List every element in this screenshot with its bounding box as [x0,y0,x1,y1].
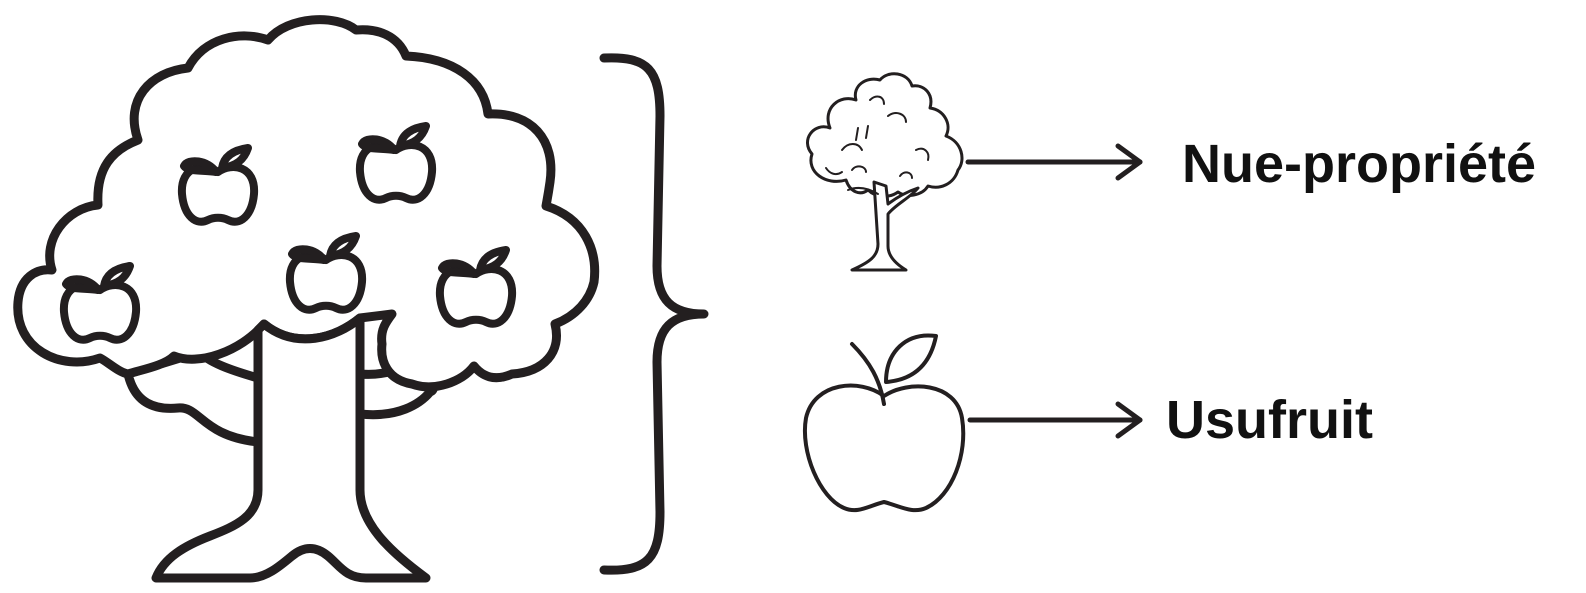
usufruct-label: Usufruit [1166,390,1373,450]
bare-ownership-label: Nue-propriété [1182,134,1537,194]
right-curly-brace [599,53,709,575]
tree-apple-5 [435,246,517,328]
right-arrow-icon [967,401,1143,439]
apple-icon [802,333,966,513]
right-arrow-icon [965,143,1143,181]
tree-apple-1 [59,262,141,344]
tree-apple-3 [355,122,437,204]
tree-apple-4 [285,232,367,314]
tree-apple-2 [177,144,259,226]
tree-icon [806,72,964,272]
apple-tree-icon [13,15,600,583]
